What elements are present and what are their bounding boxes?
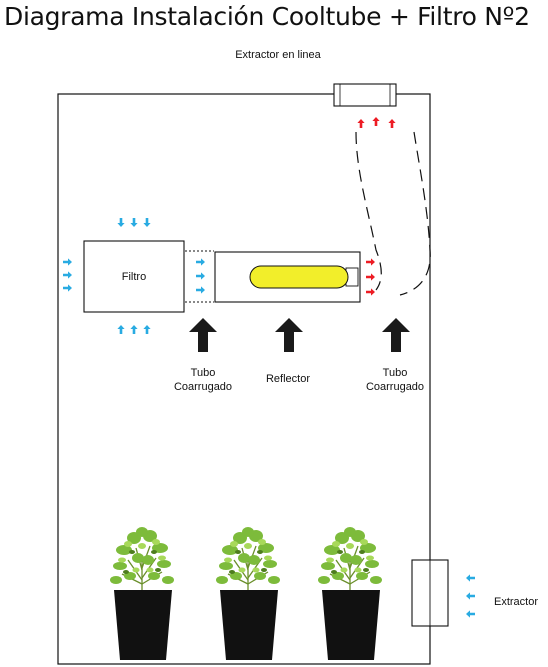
wall-extractor — [411, 559, 449, 627]
extractor-intake-arrows — [466, 574, 475, 618]
blue-arrow-icon — [117, 325, 125, 334]
blue-arrow-icon — [196, 258, 205, 266]
extractor-label: Extractor — [494, 596, 539, 608]
reflector-label: Reflector — [265, 373, 311, 385]
blue-arrow-icon — [143, 325, 151, 334]
black-up-arrow-icon — [189, 318, 217, 352]
inline-extractor — [333, 83, 397, 107]
exhaust-arrows-top — [357, 117, 396, 128]
plant-center — [215, 526, 281, 660]
red-arrow-icon — [366, 258, 375, 266]
plant-left — [109, 526, 175, 660]
blue-arrow-icon — [63, 258, 72, 266]
filter-label: Filtro — [121, 271, 147, 283]
grow-tent-outline — [57, 93, 431, 665]
blue-arrow-icon — [466, 574, 475, 582]
tube-left-line1: Tubo — [190, 367, 216, 379]
red-arrow-icon — [366, 288, 375, 296]
pot-icon — [322, 590, 380, 660]
red-arrow-icon — [357, 119, 365, 128]
intake-arrows-top — [117, 218, 151, 227]
inline-extractor-label: Extractor en linea — [235, 49, 321, 61]
tube-right-label: Tubo Coarrugado — [355, 366, 435, 394]
flexible-duct — [355, 131, 431, 296]
blue-arrow-icon — [196, 272, 205, 280]
tube-left-line2: Coarrugado — [173, 381, 233, 393]
pot-icon — [114, 590, 172, 660]
black-up-arrow-icon — [382, 318, 410, 352]
cooltube-reflector — [214, 251, 361, 303]
airflow-arrows — [189, 318, 410, 352]
blue-arrow-icon — [466, 610, 475, 618]
blue-arrow-icon — [130, 325, 138, 334]
red-arrow-icon — [372, 117, 380, 126]
tube-right-line1: Tubo — [382, 367, 408, 379]
carbon-filter — [83, 240, 185, 313]
blue-arrow-icon — [130, 218, 138, 227]
intake-arrows-bottom — [117, 325, 151, 334]
plant-icon — [215, 526, 281, 591]
filter-connector — [185, 250, 214, 303]
diagram-title: Diagrama Instalación Cooltube + Filtro N… — [4, 2, 530, 31]
blue-arrow-icon — [117, 218, 125, 227]
blue-arrow-icon — [63, 271, 72, 279]
black-up-arrow-icon — [275, 318, 303, 352]
intake-arrows-left — [63, 258, 72, 292]
tube-left-label: Tubo Coarrugado — [163, 366, 243, 394]
blue-arrow-icon — [466, 592, 475, 600]
red-arrow-icon — [388, 119, 396, 128]
tube-right-line2: Coarrugado — [365, 381, 425, 393]
plant-right — [317, 526, 383, 660]
red-arrow-icon — [366, 273, 375, 281]
plant-icon — [317, 526, 383, 591]
lamp-bulb — [249, 265, 349, 289]
blue-arrow-icon — [143, 218, 151, 227]
plant-icon — [109, 526, 175, 591]
blue-arrow-icon — [63, 284, 72, 292]
blue-arrow-icon — [196, 286, 205, 294]
intake-arrows-middle — [196, 258, 205, 294]
exhaust-arrows-right — [366, 258, 375, 296]
pot-icon — [220, 590, 278, 660]
